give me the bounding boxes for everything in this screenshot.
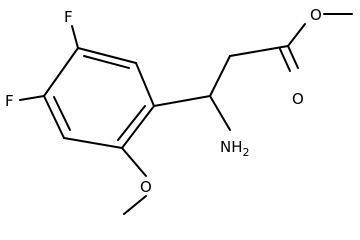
molecule-svg: F F O O O NH2 — [5, 6, 353, 215]
ring-double-bond-c1-c2 — [83, 55, 130, 69]
bond-carbonyl-carbon-oxygen — [287, 45, 299, 69]
amine-prefix: NH — [220, 138, 243, 156]
ring-double-bond-c3-c4 — [117, 105, 146, 141]
fluorine-left-label: F — [5, 92, 14, 110]
bond-carbonyl-double — [279, 48, 291, 72]
bond-ch2-carbonyl-carbon — [229, 45, 289, 57]
carbonyl-oxygen-label: O — [292, 90, 304, 108]
label-layer: F F O O O NH2 — [5, 6, 322, 196]
ester-oxygen-label: O — [310, 6, 322, 24]
bond-c3-chiral-carbon — [153, 95, 211, 107]
ring-bond-c1-c2 — [77, 47, 137, 64]
bond-c1-fluorine — [71, 25, 79, 49]
bond-carbonyl-carbon-ester-oxygen — [287, 23, 306, 47]
bond-chiral-carbon-ch2 — [209, 55, 231, 97]
structure-diagram: F F O O O NH2 — [5, 6, 353, 215]
amine-label: NH2 — [220, 138, 250, 159]
bond-layer — [19, 13, 353, 215]
bond-oxygen-methyl — [123, 195, 147, 215]
ring-bond-c6-c1 — [43, 47, 79, 97]
bond-chiral-carbon-amine — [209, 95, 231, 131]
bond-c4-oxygen — [121, 147, 147, 177]
ring-double-bond-c5-c6 — [53, 96, 71, 131]
ether-oxygen-label: O — [140, 178, 152, 196]
ring-bond-c5-c6 — [43, 95, 65, 139]
ring-bond-c4-c5 — [63, 137, 123, 149]
amine-subscript: 2 — [243, 146, 250, 159]
bond-c6-fluorine — [19, 95, 45, 101]
fluorine-top-label: F — [64, 8, 73, 26]
ring-bond-c2-c3 — [135, 62, 155, 107]
ring-bond-c3-c4 — [121, 105, 155, 149]
